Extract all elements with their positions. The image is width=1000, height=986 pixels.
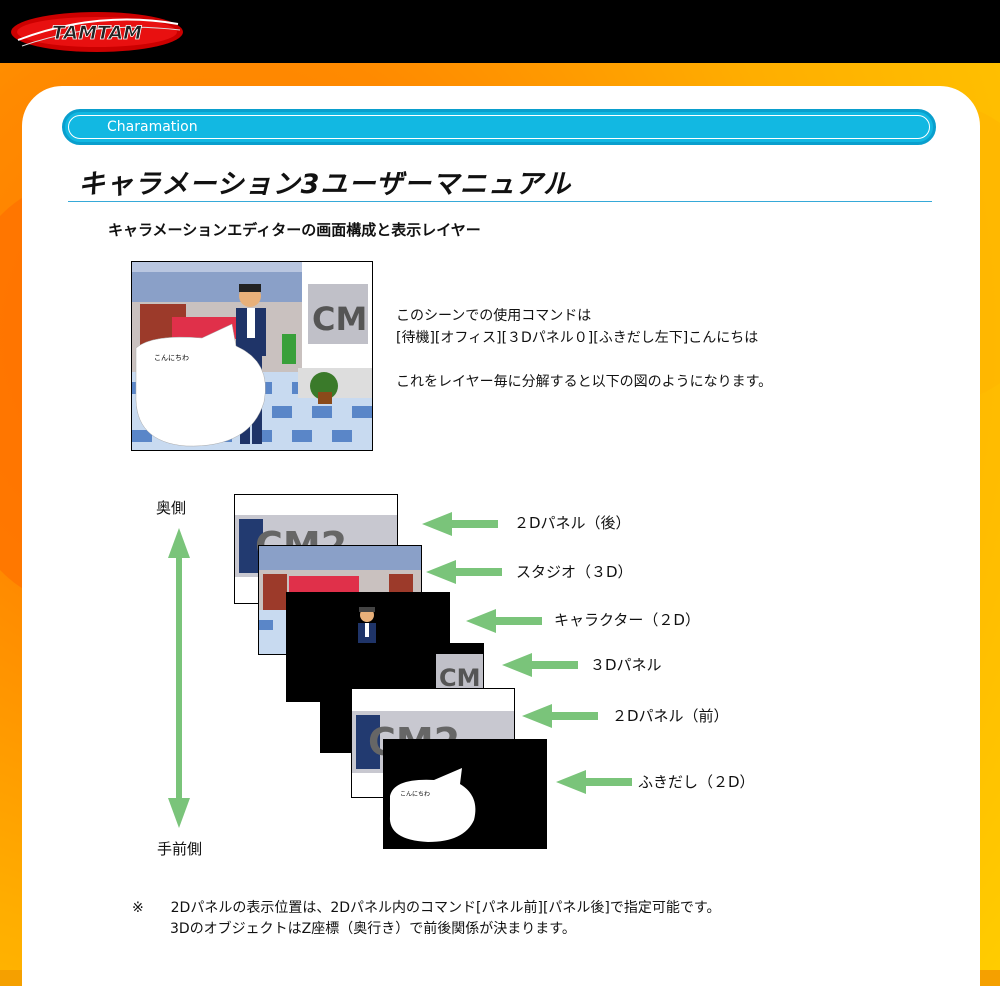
layer-pointer-arrow bbox=[556, 770, 632, 794]
page-title: キャラメーション3ユーザーマニュアル bbox=[78, 169, 572, 200]
layer-pointer-arrow bbox=[522, 704, 598, 728]
top-bar: TAMTAM bbox=[0, 0, 1000, 63]
scene-panel-text: CM bbox=[312, 300, 367, 338]
description-line: このシーンでの使用コマンドは bbox=[396, 308, 592, 324]
logo-text: TAMTAM bbox=[52, 22, 142, 44]
note-mark: ※ bbox=[132, 900, 144, 916]
section-header: Charamation bbox=[62, 109, 936, 145]
composite-scene-image: CM こんにちわ bbox=[131, 261, 373, 451]
title-divider bbox=[68, 201, 932, 202]
layer-label-2d-panel-back: ２Dパネル（後） bbox=[514, 514, 631, 532]
svg-text:CM: CM bbox=[439, 664, 481, 692]
tamtam-logo[interactable]: TAMTAM bbox=[8, 6, 186, 58]
layer-label-character-2d: キャラクター（２D） bbox=[554, 611, 700, 629]
layer-label-balloon-2d: ふきだし（２D） bbox=[638, 773, 755, 791]
note-line: 2Dパネルの表示位置は、2Dパネル内のコマンド[パネル前][パネル後]で指定可能… bbox=[170, 900, 721, 916]
front-side-label: 手前側 bbox=[157, 840, 203, 858]
description-line: これをレイヤー毎に分解すると以下の図のようになります。 bbox=[396, 374, 773, 390]
layer-label-studio-3d: スタジオ（３D） bbox=[516, 563, 633, 581]
layer-label-3d-panel: ３Dパネル bbox=[590, 656, 662, 674]
layer-pointer-arrow bbox=[422, 512, 498, 536]
layer-label-2d-panel-front: ２Dパネル（前） bbox=[612, 707, 729, 725]
description-line: [待機][オフィス][３Dパネル０][ふきだし左下]こんにちは bbox=[396, 330, 759, 346]
scene-description: このシーンでの使用コマンドは [待機][オフィス][３Dパネル０][ふきだし左下… bbox=[396, 305, 772, 393]
layer-pointer-arrow bbox=[426, 560, 502, 584]
page-subtitle: キャラメーションエディターの画面構成と表示レイヤー bbox=[108, 221, 481, 239]
footnote: ※ 2Dパネルの表示位置は、2Dパネル内のコマンド[パネル前][パネル後]で指定… bbox=[132, 898, 720, 940]
layer-balloon-2d: こんにちわ bbox=[383, 739, 547, 849]
depth-axis-arrow bbox=[168, 528, 190, 828]
note-line: 3DのオブジェクトはZ座標（奥行き）で前後関係が決まります。 bbox=[170, 921, 576, 937]
scene-balloon-text: こんにちわ bbox=[154, 354, 189, 362]
layer-balloon-text: こんにちわ bbox=[400, 791, 430, 798]
back-side-label: 奥側 bbox=[156, 499, 187, 517]
layer-pointer-arrow bbox=[502, 653, 578, 677]
section-label: Charamation bbox=[107, 119, 198, 135]
layer-pointer-arrow bbox=[466, 609, 542, 633]
